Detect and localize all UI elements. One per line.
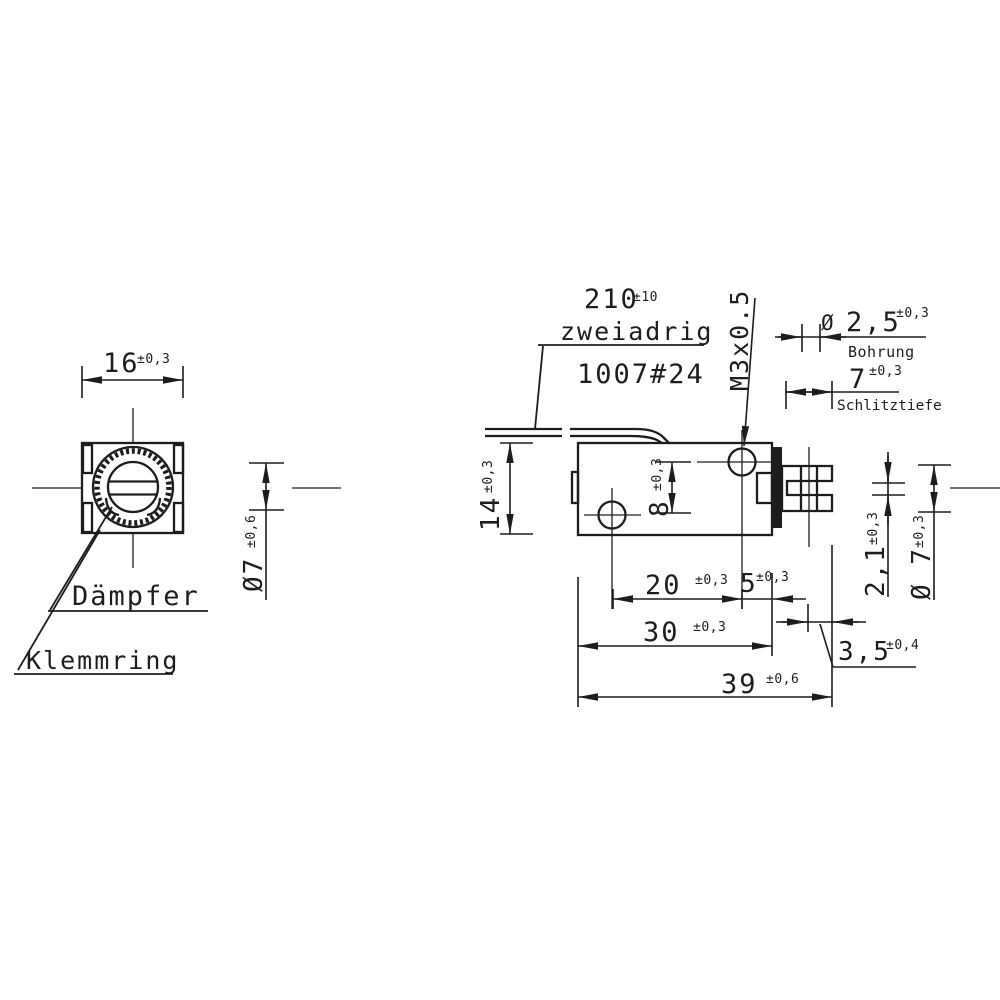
clamp-ring-knurling <box>94 448 172 526</box>
dim-slot-depth: 7 ±0,3 Schlitztiefe <box>785 364 942 414</box>
dim-plunger-diameter: Ø 7 ±0,3 <box>907 464 951 600</box>
front-notch-br <box>172 501 185 534</box>
dim-hole-to-face-tol: ±0,3 <box>756 570 789 585</box>
dim-body-length: 30 ±0,3 <box>577 577 772 707</box>
dim-slot-depth-tol: ±0,3 <box>869 364 902 379</box>
dim-hole-to-face-value: 5 <box>740 569 758 599</box>
plunger-fork <box>780 464 834 513</box>
dim-front-width: 16 ±0,3 <box>81 348 184 398</box>
wire-top <box>485 427 670 444</box>
dim-total-length-tol: ±0,6 <box>766 672 799 687</box>
dim-front-width-value: 16 <box>103 348 140 379</box>
mounting-flange <box>773 447 782 528</box>
dim-total-length-value: 39 <box>721 669 758 700</box>
wire-length-tol: ±10 <box>633 290 658 305</box>
left-boss <box>570 470 580 505</box>
dim-body-height-tol: ±0,3 <box>481 460 496 493</box>
damper-circle <box>106 460 160 514</box>
wire-annotation: 210 ±10 zweiadrig 1007#24 <box>534 284 713 430</box>
wire-length-value: 210 <box>584 284 639 315</box>
daempfer-text: Dämpfer <box>72 581 200 612</box>
right-boss <box>755 471 774 505</box>
dim-bore-value: 2,5 <box>846 307 901 338</box>
dim-damper-diameter: Ø7 ±0,6 <box>239 462 284 600</box>
dim-slot-width: 2,1 ±0,3 <box>861 452 905 597</box>
clamp-ring-face <box>102 456 164 518</box>
dim-plunger-diameter-tol: ±0,3 <box>912 515 927 548</box>
dim-body-height: 14 ±0,3 <box>476 442 533 535</box>
front-notch-tl <box>81 443 94 475</box>
dim-bore-label: Bohrung <box>848 343 915 361</box>
front-notch-bl <box>81 501 94 534</box>
dim-body-height-value: 14 <box>476 496 506 531</box>
dim-hole-offset-tol: ±0,3 <box>650 458 665 491</box>
dim-front-width-tol: ±0,3 <box>137 352 170 367</box>
klemmring-text: Klemmring <box>26 646 179 675</box>
dim-hole-to-tip: 3,5 ±0,4 <box>776 545 919 707</box>
wire-bottom <box>485 434 663 444</box>
dim-total-length: 39 ±0,6 <box>578 669 832 701</box>
thread-leader <box>741 297 756 447</box>
dim-bore: Ø 2,5 ±0,3 Bohrung <box>775 306 929 361</box>
wire-leader <box>534 345 544 430</box>
dim-bore-tol: ±0,3 <box>896 306 929 321</box>
dim-slot-depth-value: 7 <box>849 364 867 395</box>
dim-hole-spacing-tol: ±0,3 <box>695 573 728 588</box>
clamp-ring-outer-circle <box>91 445 175 529</box>
dim-slot-width-value: 2,1 <box>861 544 891 597</box>
dim-plunger-diameter-value: Ø 7 <box>907 547 937 600</box>
dim-hole-to-tip-tol: ±0,4 <box>886 638 919 653</box>
label-daempfer: Dämpfer <box>48 506 208 612</box>
dim-bore-symbol: Ø <box>821 311 836 335</box>
dim-hole-to-tip-value: 3,5 <box>838 637 891 667</box>
dim-hole-offset: 8 ±0,3 <box>645 458 691 517</box>
dim-hole-to-face: 5 ±0,3 <box>740 569 806 656</box>
front-notch-tr <box>172 443 185 475</box>
dim-body-length-value: 30 <box>643 617 680 648</box>
dim-damper-diameter-tol: ±0,6 <box>244 515 259 548</box>
front-view: 16 ±0,3 Ø7 ±0,6 Dämpfer Klemmring <box>14 348 341 675</box>
label-klemmring: Klemmring <box>14 529 179 675</box>
clamp-ring-end-right <box>146 497 162 517</box>
wire-spec-text: 1007#24 <box>577 359 705 390</box>
body-hole <box>584 488 641 609</box>
thread-callout: M3x0.5 <box>725 289 756 447</box>
wire-type-text: zweiadrig <box>560 317 713 346</box>
dim-slot-depth-label: Schlitztiefe <box>837 398 942 414</box>
dim-hole-offset-value: 8 <box>645 499 675 517</box>
dim-hole-spacing-value: 20 <box>645 570 682 601</box>
dim-body-length-tol: ±0,3 <box>693 620 726 635</box>
dim-slot-width-tol: ±0,3 <box>866 512 881 545</box>
thread-hole-m3 <box>697 430 774 609</box>
dim-damper-diameter-value: Ø7 <box>239 557 269 592</box>
side-view: 210 ±10 zweiadrig 1007#24 M3x0.5 Ø 2,5 ±… <box>476 284 1000 707</box>
dim-hole-spacing: 20 ±0,3 <box>612 570 743 609</box>
